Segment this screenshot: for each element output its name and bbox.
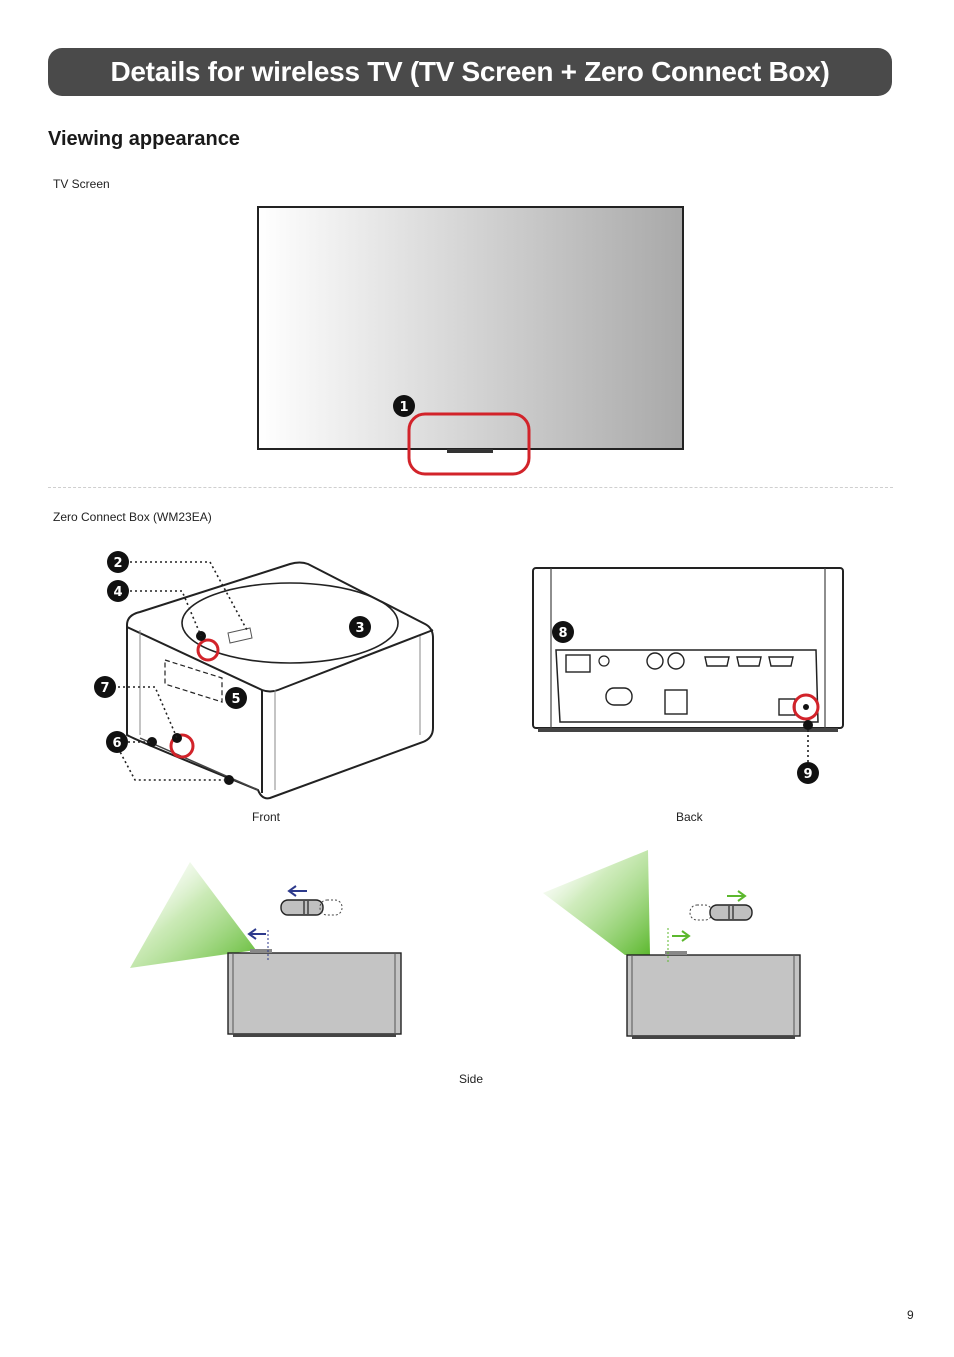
highlight-ring bbox=[196, 638, 220, 662]
svg-text:7: 7 bbox=[100, 681, 109, 696]
svg-text:6: 6 bbox=[112, 736, 121, 751]
svg-text:8: 8 bbox=[558, 626, 567, 641]
caption-connect-box: Zero Connect Box (WM23EA) bbox=[53, 510, 212, 524]
svg-text:3: 3 bbox=[355, 621, 364, 636]
callout-7: 7 bbox=[94, 676, 116, 698]
connect-box-back-illustration: 8 9 bbox=[532, 567, 844, 784]
svg-text:1: 1 bbox=[399, 400, 408, 415]
highlight-ring bbox=[169, 733, 195, 759]
callout-9: 9 bbox=[797, 762, 819, 784]
switch-thumb bbox=[280, 899, 324, 916]
section-divider bbox=[48, 487, 893, 488]
section-heading: Viewing appearance bbox=[48, 128, 240, 150]
svg-text:5: 5 bbox=[231, 692, 240, 707]
connect-box-side-left-illustration bbox=[130, 862, 402, 1037]
caption-tv-screen: TV Screen bbox=[53, 177, 110, 191]
callout-5: 5 bbox=[225, 687, 247, 709]
tv-screen-illustration: 1 bbox=[257, 206, 684, 476]
page-number: 9 bbox=[907, 1308, 914, 1322]
highlight-ring bbox=[792, 693, 820, 721]
caption-front: Front bbox=[252, 810, 281, 824]
svg-text:4: 4 bbox=[113, 585, 122, 600]
connect-box-front-illustration: 2 4 3 7 5 6 bbox=[94, 551, 434, 800]
svg-text:9: 9 bbox=[803, 767, 812, 782]
arrow-left-icon bbox=[287, 885, 307, 897]
caption-side: Side bbox=[459, 1072, 484, 1086]
callout-4: 4 bbox=[107, 580, 129, 602]
connect-box-side-right-illustration bbox=[543, 850, 801, 1039]
arrow-right-icon bbox=[727, 890, 747, 902]
callout-3: 3 bbox=[349, 616, 371, 638]
caption-back: Back bbox=[676, 810, 703, 824]
page-title: Details for wireless TV (TV Screen + Zer… bbox=[48, 48, 892, 96]
callout-8: 8 bbox=[552, 621, 574, 643]
highlight-ring bbox=[407, 412, 531, 476]
callout-2: 2 bbox=[107, 551, 129, 573]
callout-1: 1 bbox=[393, 395, 415, 417]
switch-thumb bbox=[709, 904, 753, 921]
svg-text:2: 2 bbox=[113, 556, 122, 571]
callout-6: 6 bbox=[106, 731, 128, 753]
